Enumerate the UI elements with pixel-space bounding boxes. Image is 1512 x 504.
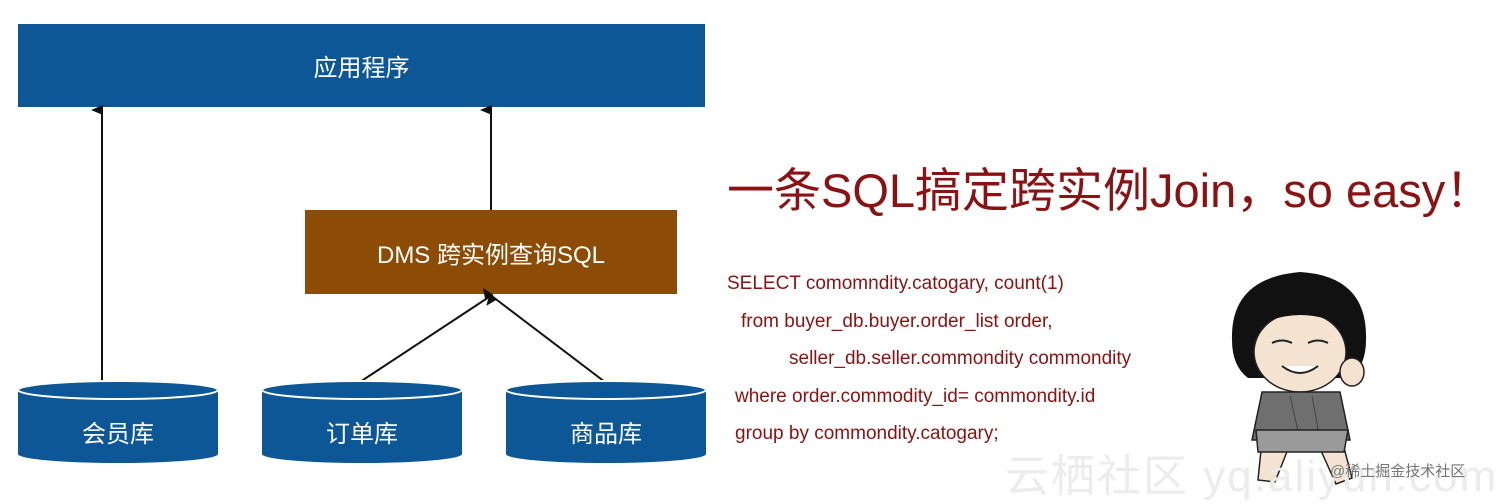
sql-line-from-cont: seller_db.seller.commondity commondity: [789, 348, 1132, 369]
credit-label: @稀土掘金技术社区: [1330, 463, 1466, 480]
db-cylinder-member: [17, 380, 219, 463]
sql-line-where: where order.commodity_id= commondity.id: [735, 386, 1096, 407]
sql-line-group-by: group by commondity.catogary;: [735, 423, 999, 444]
watermark: 云栖社区 yq.aliyun.com: [1005, 452, 1499, 501]
dms-label: DMS 跨实例查询SQL: [376, 241, 606, 269]
db-label-member: 会员库: [82, 421, 154, 448]
sql-line-select: SELECT comomndity.catogary, count(1): [727, 273, 1064, 294]
db-label-order: 订单库: [326, 421, 398, 448]
meme-character-illustration: [1231, 272, 1367, 485]
db-cylinder-commodity: [505, 380, 707, 463]
headline: 一条SQL搞定跨实例Join，so easy！: [727, 164, 1493, 217]
db-cylinder-order: [261, 380, 463, 463]
arrow-order-to-dms: [359, 287, 494, 383]
application-label: 应用程序: [313, 55, 410, 82]
application-box: 应用程序: [18, 24, 705, 107]
dms-query-box: DMS 跨实例查询SQL: [305, 210, 677, 294]
arrow-commodity-to-dms: [486, 293, 606, 383]
db-label-commodity: 商品库: [570, 421, 642, 448]
sql-line-from: from buyer_db.buyer.order_list order,: [741, 311, 1053, 332]
